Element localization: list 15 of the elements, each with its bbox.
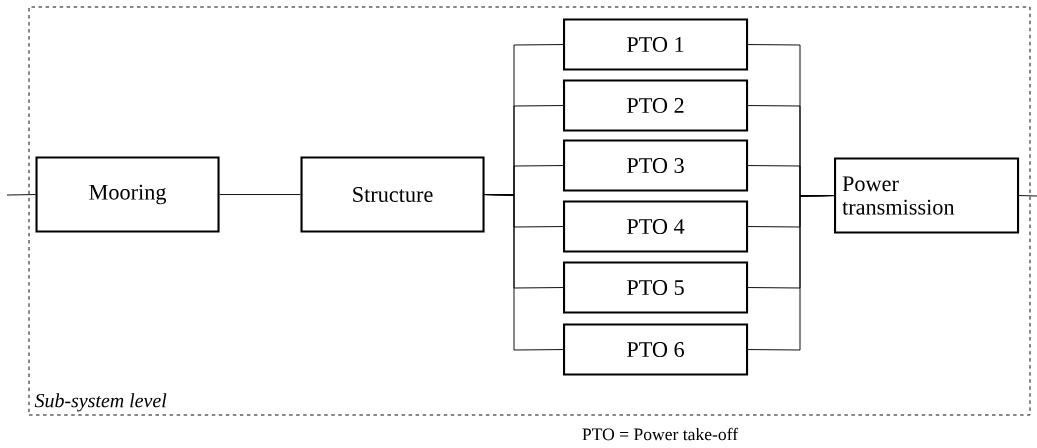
process-box: PTO 2 bbox=[562, 79, 749, 132]
process-box: PTO 6 bbox=[562, 323, 749, 376]
process-box: PTO 4 bbox=[562, 200, 749, 253]
footnote-text: PTO = Power take-off bbox=[582, 427, 739, 441]
connector-line bbox=[6, 194, 36, 196]
process-box: PTO 3 bbox=[562, 139, 749, 192]
process-box: Mooring bbox=[35, 156, 220, 233]
process-box: Power transmission bbox=[834, 157, 1020, 234]
connector-line bbox=[484, 194, 564, 351]
process-box: PTO 1 bbox=[562, 18, 749, 71]
process-box: PTO 5 bbox=[562, 261, 749, 314]
connector-line bbox=[747, 195, 835, 351]
connector-line bbox=[1018, 195, 1037, 197]
connector-line bbox=[219, 194, 301, 195]
process-box: Structure bbox=[300, 156, 485, 233]
